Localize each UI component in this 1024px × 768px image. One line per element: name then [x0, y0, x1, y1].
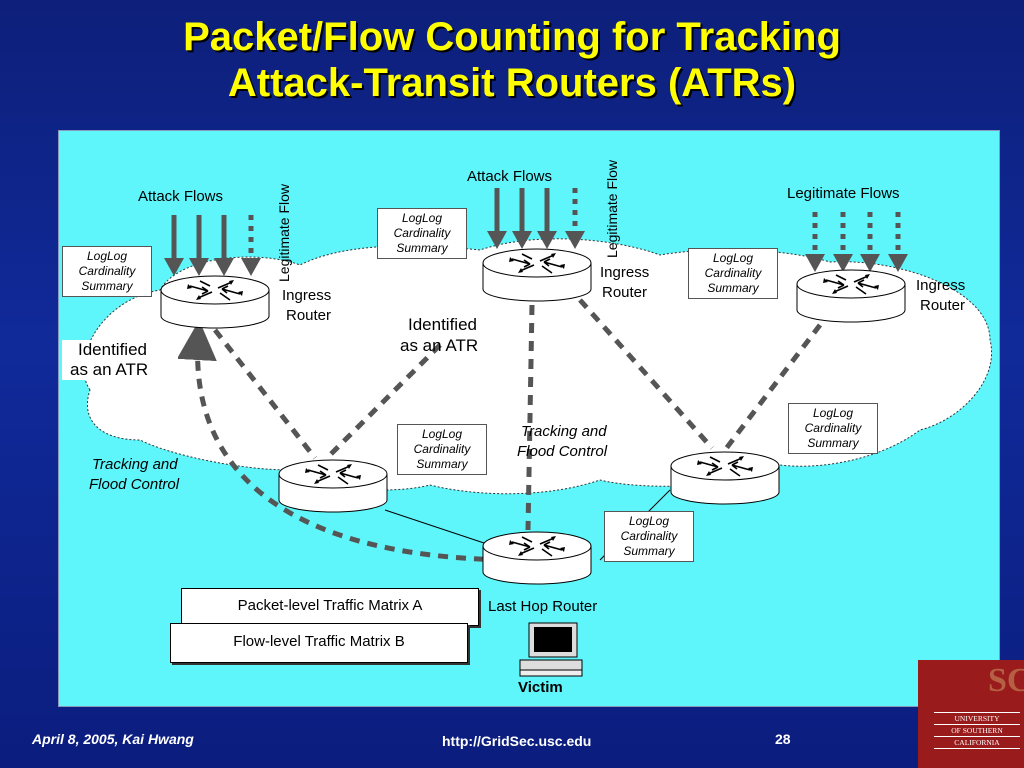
- footer-url[interactable]: http://GridSec.usc.edu: [442, 733, 592, 749]
- ingress-right-label-1: Ingress: [916, 277, 965, 294]
- legitimate-flow-left-label: Legitimate Flow: [276, 183, 292, 282]
- usc-line-3: CALIFORNIA: [954, 738, 1000, 747]
- last-hop-router-label: Last Hop Router: [488, 598, 597, 615]
- loglog-line-1: LogLog: [421, 427, 463, 441]
- ingress-left-label-1: Ingress: [282, 287, 331, 304]
- tracking-center-2: Flood Control: [517, 443, 608, 460]
- loglog-line-2: Cardinality: [620, 529, 678, 543]
- packet-level-matrix-box: Packet-level Traffic Matrix A: [181, 588, 479, 626]
- transit-router-right-icon: [670, 451, 780, 505]
- loglog-summary-transit-left: LogLog Cardinality Summary: [397, 424, 487, 475]
- left-attack-arrows: [171, 215, 254, 262]
- flow-level-matrix-box: Flow-level Traffic Matrix B: [170, 623, 468, 663]
- loglog-line-1: LogLog: [401, 211, 443, 225]
- ingress-router-center-icon: [482, 248, 592, 302]
- loglog-line-2: Cardinality: [78, 264, 136, 278]
- loglog-line-3: Summary: [396, 241, 448, 255]
- title-line-2: Attack-Transit Routers (ATRs): [227, 61, 797, 105]
- identified-atr-left-1: Identified: [78, 340, 147, 359]
- loglog-summary-center: LogLog Cardinality Summary: [377, 208, 467, 259]
- ingress-router-left-icon: [160, 275, 270, 329]
- loglog-line-3: Summary: [623, 544, 675, 558]
- usc-name: UNIVERSITY OF SOUTHERN CALIFORNIA: [934, 712, 1020, 749]
- identified-atr-center-1: Identified: [408, 315, 477, 334]
- loglog-line-2: Cardinality: [804, 421, 862, 435]
- identified-atr-left: Identified as an ATR: [62, 340, 178, 380]
- loglog-summary-left: LogLog Cardinality Summary: [62, 246, 152, 297]
- loglog-line-2: Cardinality: [393, 226, 451, 240]
- legitimate-flow-center-label: Legitimate Flow: [604, 159, 620, 258]
- identified-atr-center-2: as an ATR: [400, 336, 478, 355]
- tracking-left-2: Flood Control: [89, 476, 180, 493]
- victim-label: Victim: [518, 679, 563, 696]
- transit-router-left-icon: [278, 459, 388, 513]
- slide-title: Packet/Flow Counting for Tracking Attack…: [0, 14, 1024, 106]
- loglog-line-1: LogLog: [712, 251, 754, 265]
- loglog-line-3: Summary: [807, 436, 859, 450]
- tracking-center-1: Tracking and: [521, 423, 607, 440]
- victim-computer-icon: [519, 622, 583, 677]
- usc-logo: SC UNIVERSITY OF SOUTHERN CALIFORNIA: [918, 660, 1024, 768]
- title-line-1: Packet/Flow Counting for Tracking: [183, 15, 841, 59]
- ingress-center-label-1: Ingress: [600, 264, 649, 281]
- ingress-right-label-2: Router: [920, 297, 965, 314]
- loglog-summary-transit-right: LogLog Cardinality Summary: [788, 403, 878, 454]
- attack-flows-center-label: Attack Flows: [467, 168, 552, 185]
- loglog-summary-right: LogLog Cardinality Summary: [688, 248, 778, 299]
- tracking-left-1: Tracking and: [92, 456, 178, 473]
- ingress-router-right-icon: [796, 269, 906, 323]
- footer-date-author: April 8, 2005, Kai Hwang: [32, 731, 194, 747]
- attack-flows-left-label: Attack Flows: [138, 188, 223, 205]
- identified-atr-left-2: as an ATR: [70, 360, 149, 379]
- legitimate-flows-label: Legitimate Flows: [787, 185, 900, 202]
- loglog-line-3: Summary: [416, 457, 468, 471]
- usc-seal-icon: SC: [988, 662, 1024, 699]
- ingress-center-label-2: Router: [602, 284, 647, 301]
- loglog-line-1: LogLog: [812, 406, 854, 420]
- loglog-line-3: Summary: [707, 281, 759, 295]
- loglog-line-3: Summary: [81, 279, 133, 293]
- ingress-left-label-2: Router: [286, 307, 331, 324]
- last-hop-router-icon: [482, 531, 592, 585]
- loglog-line-2: Cardinality: [704, 266, 762, 280]
- loglog-line-2: Cardinality: [413, 442, 471, 456]
- usc-line-1: UNIVERSITY: [934, 713, 1020, 725]
- loglog-summary-last-hop: LogLog Cardinality Summary: [604, 511, 694, 562]
- page-number: 28: [775, 731, 791, 747]
- loglog-line-1: LogLog: [86, 249, 128, 263]
- loglog-line-1: LogLog: [628, 514, 670, 528]
- usc-line-2: OF SOUTHERN: [934, 725, 1020, 737]
